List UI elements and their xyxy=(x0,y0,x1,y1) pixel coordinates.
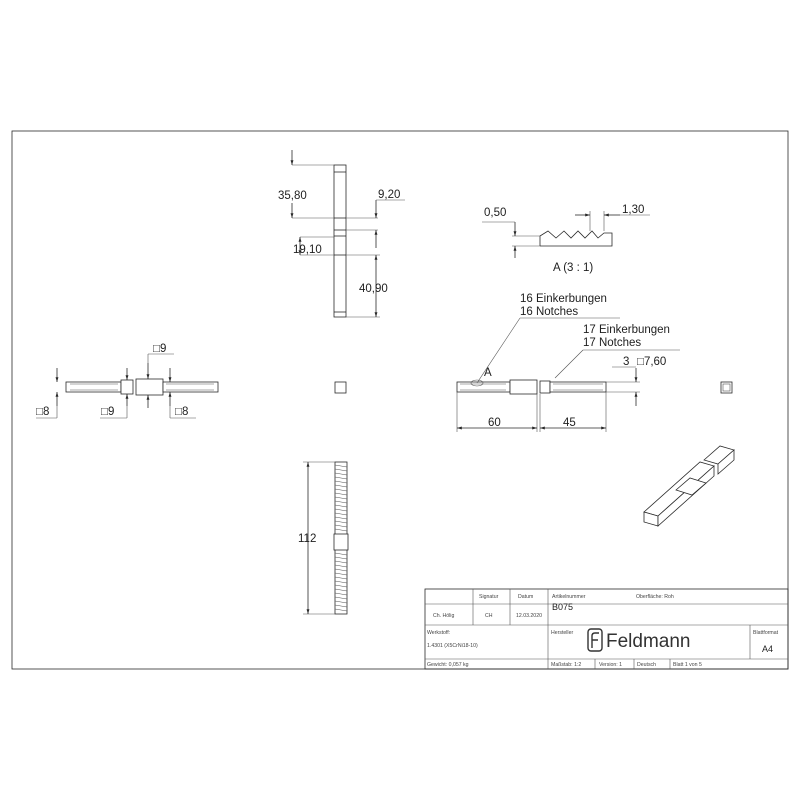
tb-sheet-format: A4 xyxy=(762,644,773,654)
notch-line xyxy=(334,504,348,508)
note-17-notches-de: 17 Einkerbungen xyxy=(583,324,670,336)
note-16-notches-de: 16 Einkerbungen xyxy=(520,293,607,305)
notch-line xyxy=(334,500,348,504)
notch-line xyxy=(334,472,348,476)
notch-line xyxy=(334,476,348,480)
notch-line xyxy=(334,516,348,520)
tb-drawn-by: Ch. Hölig xyxy=(433,613,454,619)
tb-label-surface: Oberfläche: Roh xyxy=(636,594,674,600)
notch-line xyxy=(334,556,348,560)
notch-line xyxy=(334,588,348,592)
dim-front-square: □7,60 xyxy=(637,356,666,368)
notch-line xyxy=(334,608,348,612)
dim-top-width: 9,20 xyxy=(378,189,400,201)
tb-language: Deutsch xyxy=(637,662,656,668)
notch-line xyxy=(334,592,348,596)
dim-sq-mid-bottom: □9 xyxy=(101,406,114,418)
notch-line xyxy=(334,484,348,488)
tb-label-signature: Signatur xyxy=(479,594,499,600)
notch-line xyxy=(334,552,348,556)
tb-signature: CH xyxy=(485,613,493,619)
notch-line xyxy=(334,528,348,532)
notch-line xyxy=(334,572,348,576)
dim-front-right: 45 xyxy=(563,417,576,429)
notch-line xyxy=(334,480,348,484)
notch-line xyxy=(334,604,348,608)
tb-sheet: Blatt 1 von 5 xyxy=(673,662,702,668)
dim-sq-left: □8 xyxy=(36,406,49,418)
tb-article-number: B075 xyxy=(552,602,573,612)
feldmann-logo-icon xyxy=(587,628,603,652)
note-17-notches-en: 17 Notches xyxy=(583,337,641,349)
notch-line xyxy=(334,600,348,604)
notch-line xyxy=(334,512,348,516)
tb-weight: Gewicht: 0,057 kg xyxy=(427,662,469,668)
notch-line xyxy=(334,524,348,528)
iso-view xyxy=(643,445,735,527)
tb-label-sheet-format: Blattformat xyxy=(753,630,779,636)
tb-scale: Maßstab: 1:2 xyxy=(551,662,581,668)
front-view xyxy=(456,317,680,432)
dim-length-vertical: 112 xyxy=(298,533,316,545)
tb-material: 1.4301 (X5CrNi18-10) xyxy=(427,643,478,649)
dim-top-middle: 19,10 xyxy=(293,244,322,256)
detail-view xyxy=(482,211,650,258)
notch-line xyxy=(334,564,348,568)
dim-sq-mid-top: □9 xyxy=(153,343,166,355)
detail-ref-label: A xyxy=(484,367,492,379)
tb-version: Version: 1 xyxy=(599,662,622,668)
notch-line xyxy=(334,568,348,572)
tb-label-material: Werkstoff: xyxy=(427,630,450,636)
note-16-notches-en: 16 Notches xyxy=(520,306,578,318)
notch-line xyxy=(334,496,348,500)
dim-sq-right: □8 xyxy=(175,406,188,418)
dim-front-offset: 3 xyxy=(623,356,629,368)
notch-line xyxy=(334,596,348,600)
notch-line xyxy=(334,560,348,564)
title-block xyxy=(424,588,789,670)
dim-front-left: 60 xyxy=(488,417,501,429)
side-view xyxy=(36,353,219,419)
detail-label: A (3 : 1) xyxy=(553,262,593,274)
dim-detail-pitch: 1,30 xyxy=(622,204,644,216)
notch-line xyxy=(334,576,348,580)
top-view xyxy=(290,150,405,318)
bottom-view xyxy=(303,461,349,615)
notch-line xyxy=(334,464,348,468)
sheet-border xyxy=(11,130,789,670)
notch-line xyxy=(334,520,348,524)
brand-name: Feldmann xyxy=(606,631,691,652)
tb-label-date: Datum xyxy=(518,594,533,600)
notch-line xyxy=(334,584,348,588)
end-view-square xyxy=(334,381,347,394)
notch-line xyxy=(334,492,348,496)
notch-line xyxy=(334,508,348,512)
dim-top-lower: 40,90 xyxy=(359,283,388,295)
notch-line xyxy=(334,468,348,472)
tb-date: 12.03.2020 xyxy=(516,613,542,619)
notch-line xyxy=(334,488,348,492)
dim-detail-depth: 0,50 xyxy=(484,207,506,219)
end-view-square-inner xyxy=(722,383,731,392)
notch-line xyxy=(334,580,348,584)
tb-label-manufacturer: Hersteller xyxy=(551,630,573,636)
tb-label-article: Artikelnummer xyxy=(552,594,586,600)
end-view-square-right xyxy=(720,381,733,394)
dim-top-total: 35,80 xyxy=(278,190,307,202)
